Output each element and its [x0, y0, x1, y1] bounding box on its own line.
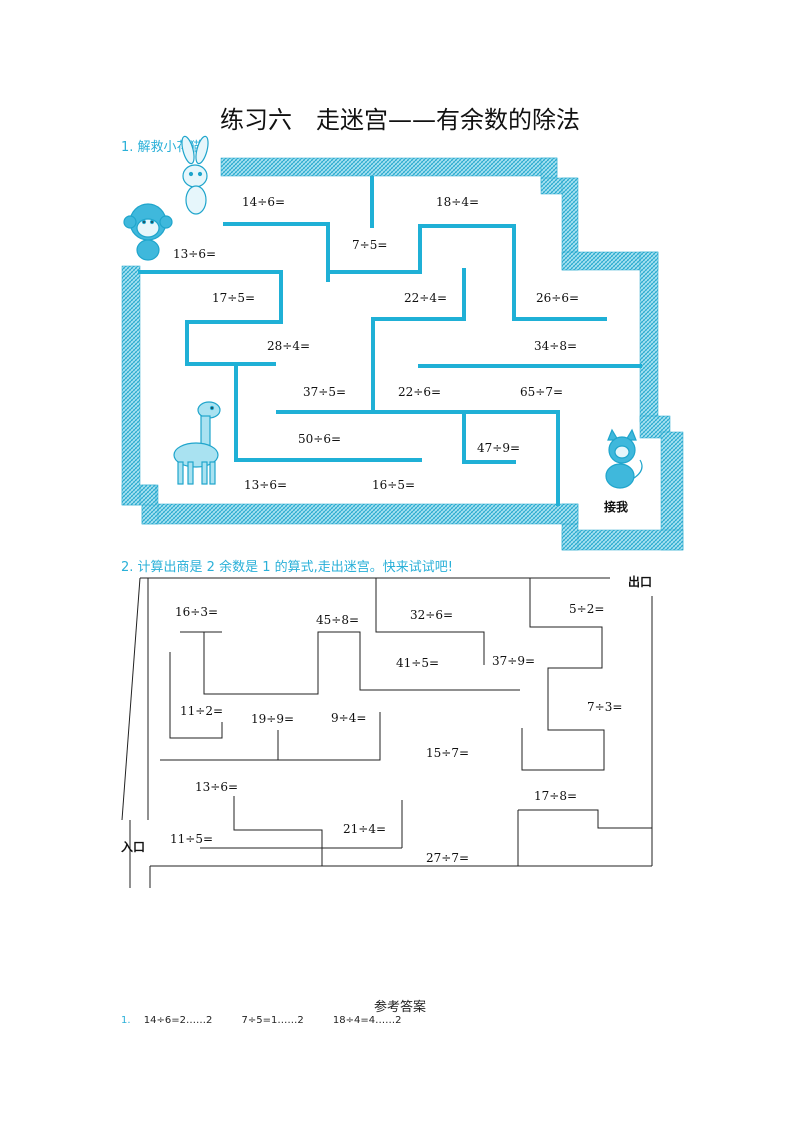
q2-equation: 45÷8=	[316, 613, 360, 627]
q2-label: 2. 计算出商是 2 余数是 1 的算式,走出迷宫。快来试试吧!	[121, 560, 453, 575]
q1-equation: 50÷6=	[298, 432, 342, 446]
q1-equation: 34÷8=	[534, 339, 578, 353]
q2-equation: 7÷3=	[587, 700, 623, 714]
q1-equation: 37÷5=	[303, 385, 347, 399]
maze-1-walls	[138, 176, 642, 506]
q1-equation: 7÷5=	[352, 238, 388, 252]
q2-equation: 41÷5=	[396, 656, 440, 670]
q2-equation: 5÷2=	[569, 602, 605, 616]
maze-2-walls	[121, 577, 653, 888]
giraffe-icon	[173, 401, 221, 485]
q2-equation: 16÷3=	[175, 605, 219, 619]
q2-equation: 11÷5=	[170, 832, 214, 846]
q1-equation: 47÷9=	[477, 441, 521, 455]
q1-equation: 13÷6=	[173, 247, 217, 261]
q2-equation: 13÷6=	[195, 780, 239, 794]
q1-equation: 18÷4=	[436, 195, 480, 209]
q1-equation: 65÷7=	[520, 385, 564, 399]
q2-equation: 19÷9=	[251, 712, 295, 726]
q1-equation: 26÷6=	[536, 291, 580, 305]
rabbit-icon	[181, 135, 209, 215]
q2-equation: 11÷2=	[180, 704, 224, 718]
q2-equation: 21÷4=	[343, 822, 387, 836]
answer-item: 18÷4=4……2	[332, 1015, 402, 1026]
exit-label: 出口	[628, 575, 653, 589]
q2-equation: 32÷6=	[410, 608, 454, 622]
q1-equation: 13÷6=	[244, 478, 288, 492]
cat-icon	[605, 428, 643, 489]
rescue-label: 接我	[604, 500, 629, 514]
q1-equation: 22÷6=	[398, 385, 442, 399]
monkey-icon	[123, 203, 173, 261]
q2-equation: 15÷7=	[426, 746, 470, 760]
answer-item: 7÷5=1……2	[241, 1015, 304, 1026]
q1-equation: 14÷6=	[242, 195, 286, 209]
q1-equation: 16÷5=	[372, 478, 416, 492]
answer-item: 14÷6=2……2	[143, 1015, 213, 1026]
q2-equation: 37÷9=	[492, 654, 536, 668]
page-title: 练习六 走迷宫——有余数的除法	[220, 106, 580, 134]
maze-1-border	[121, 157, 684, 551]
q2-equation: 9÷4=	[331, 711, 367, 725]
answers-number: 1.	[121, 1015, 131, 1026]
q1-equation: 22÷4=	[404, 291, 448, 305]
entry-label: 入口	[121, 840, 146, 854]
q1-equation: 17÷5=	[212, 291, 256, 305]
q2-equation: 27÷7=	[426, 851, 470, 865]
answers-heading: 参考答案	[373, 1000, 426, 1015]
q1-equation: 28÷4=	[267, 339, 311, 353]
answers-row: 1. 14÷6=2……2 7÷5=1……2 18÷4=4……2	[121, 1015, 427, 1026]
q2-equation: 17÷8=	[534, 789, 578, 803]
